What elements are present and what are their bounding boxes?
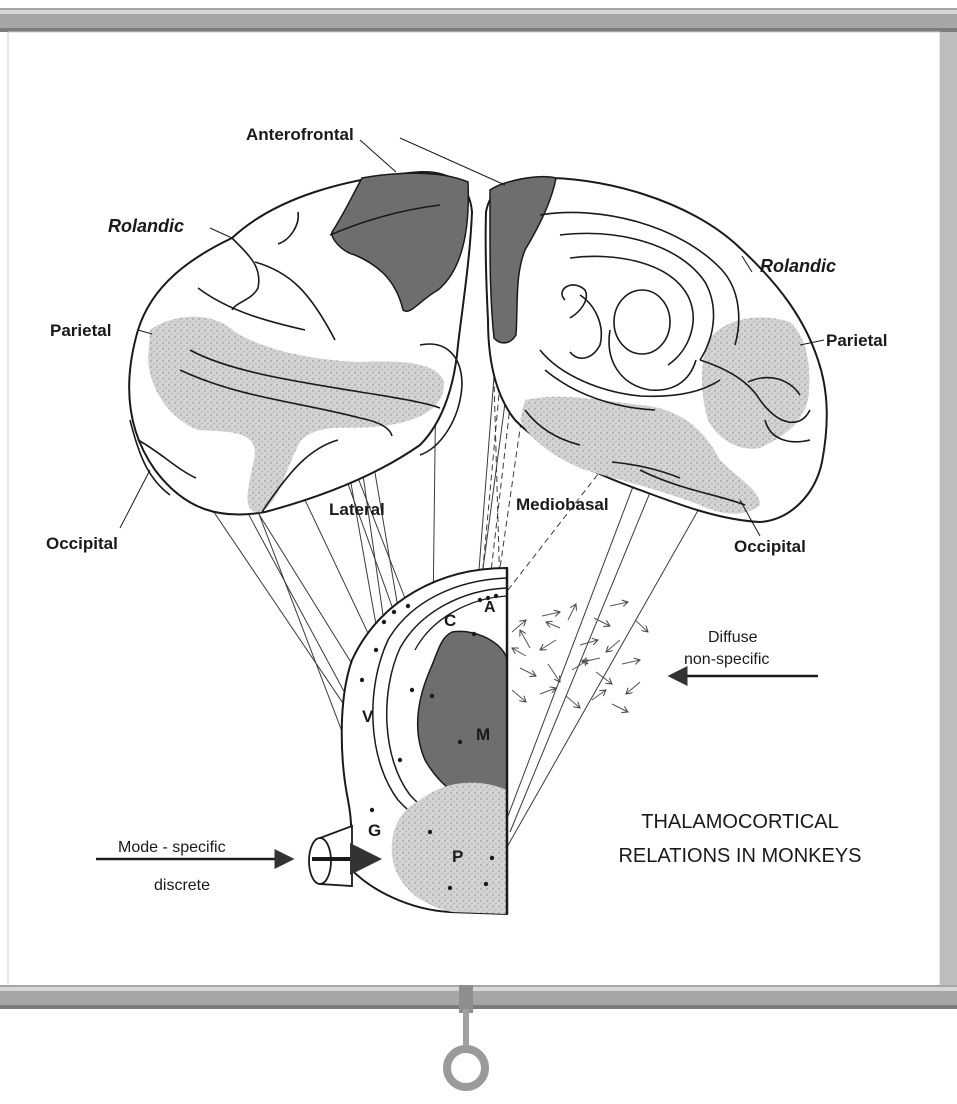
label-occipital-right: Occipital xyxy=(734,537,806,556)
label-lateral: Lateral xyxy=(329,500,385,519)
geniculate-input-tube xyxy=(308,824,382,887)
label-leaders xyxy=(119,137,825,537)
left-parietal-stipple-region xyxy=(148,316,445,513)
nucleus-label-c: C xyxy=(444,611,456,630)
nucleus-label-g: G xyxy=(368,821,381,840)
nucleus-label-m: M xyxy=(476,725,490,744)
left-anterofrontal-region xyxy=(331,172,470,313)
diffuse-label-line1: Diffuse xyxy=(708,629,758,646)
pull-ring-icon xyxy=(443,1045,489,1091)
nucleus-label-p: P xyxy=(452,847,463,866)
label-rolandic-left: Rolandic xyxy=(108,216,184,236)
thalamus-section xyxy=(308,566,509,916)
label-occipital-left: Occipital xyxy=(46,534,118,553)
right-edge-shadow xyxy=(940,32,957,987)
right-anterofrontal-region xyxy=(489,175,557,344)
mode-label-line2: discrete xyxy=(154,877,210,894)
label-mediobasal: Mediobasal xyxy=(516,495,609,514)
nucleus-dots xyxy=(359,593,499,891)
title-line2: RELATIONS IN MONKEYS xyxy=(618,845,861,867)
right-mediobasal-stipple-region xyxy=(520,396,760,514)
right-parietal-stipple-region xyxy=(702,317,810,449)
mode-label-line1: Mode - specific xyxy=(118,839,226,856)
label-rolandic-right: Rolandic xyxy=(760,256,836,276)
diffuse-label-line2: non-specific xyxy=(684,651,769,668)
right-hemisphere-medial xyxy=(484,175,828,524)
medial-nucleus-region xyxy=(416,630,508,809)
pull-cord xyxy=(463,1009,469,1047)
label-parietal-right: Parietal xyxy=(826,331,887,350)
diffuse-arrow-field xyxy=(512,602,648,712)
nucleus-label-a: A xyxy=(484,599,496,616)
left-hemisphere-lateral xyxy=(128,170,474,516)
title-line1: THALAMOCORTICAL xyxy=(641,811,838,833)
nucleus-label-v: V xyxy=(362,707,374,726)
pulvinar-stipple-region xyxy=(391,782,507,914)
label-parietal-left: Parietal xyxy=(50,321,111,340)
label-anterofrontal: Anterofrontal xyxy=(246,125,354,144)
